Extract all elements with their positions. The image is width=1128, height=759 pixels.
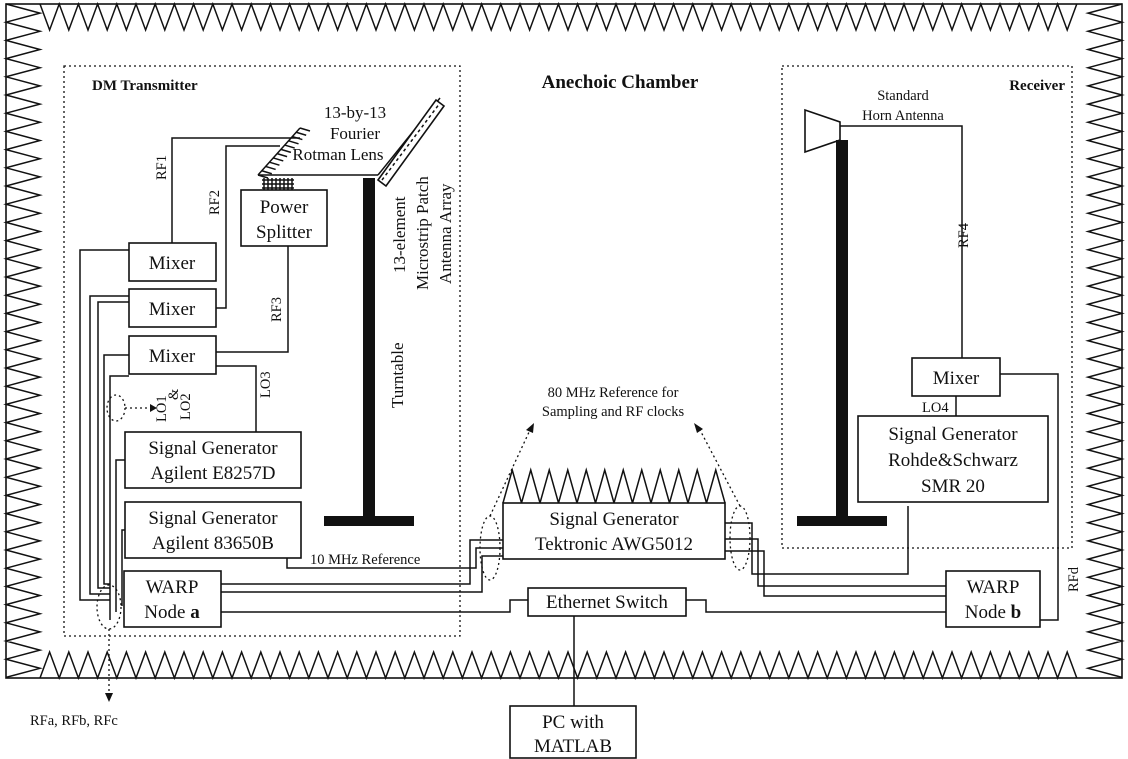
anechoic-chamber-frame xyxy=(3,1,1125,681)
warp-node-a: WARP Node a xyxy=(123,570,222,628)
svg-text:Turntable: Turntable xyxy=(388,343,407,409)
svg-text:Microstrip Patch: Microstrip Patch xyxy=(413,176,432,290)
svg-text:Signal Generator: Signal Generator xyxy=(148,508,278,529)
svg-text:PC with: PC with xyxy=(542,712,604,733)
rx-turntable xyxy=(797,140,887,526)
mixer-1: Mixer xyxy=(128,242,217,282)
svg-text:LO3: LO3 xyxy=(258,371,274,398)
siggen-rohde-schwarz: Signal Generator Rohde&Schwarz SMR 20 xyxy=(857,415,1049,503)
mixer-3: Mixer xyxy=(128,335,217,375)
warp-node-b: WARP Node b xyxy=(945,570,1041,628)
svg-text:Standard: Standard xyxy=(877,88,929,104)
svg-text:Node b: Node b xyxy=(965,602,1021,623)
siggen-agilent-e8257d: Signal Generator Agilent E8257D xyxy=(124,431,302,489)
svg-text:Power: Power xyxy=(260,197,309,218)
svg-text:13-element: 13-element xyxy=(390,196,409,273)
svg-text:Mixer: Mixer xyxy=(933,368,980,389)
svg-text:RF2: RF2 xyxy=(207,190,223,215)
svg-text:Antenna Array: Antenna Array xyxy=(436,183,455,284)
svg-text:Splitter: Splitter xyxy=(256,222,313,243)
svg-text:LO4: LO4 xyxy=(922,400,949,416)
reference-lines: 10 MHz Reference 80 MHz Reference for Sa… xyxy=(221,385,751,613)
awg-to-warp-b xyxy=(725,506,946,597)
svg-text:Agilent E8257D: Agilent E8257D xyxy=(150,463,275,484)
ethernet-switch: Ethernet Switch xyxy=(527,587,946,706)
svg-text:Agilent 83650B: Agilent 83650B xyxy=(152,533,274,554)
svg-text:80 MHz Reference for: 80 MHz Reference for xyxy=(548,385,679,401)
transmitter-label: DM Transmitter xyxy=(92,78,198,94)
svg-text:Rohde&Schwarz: Rohde&Schwarz xyxy=(888,450,1018,471)
svg-text:RF3: RF3 xyxy=(269,297,285,322)
pc-matlab: PC with MATLAB xyxy=(509,705,637,759)
svg-text:Fourier: Fourier xyxy=(330,124,380,143)
tx-turntable: Turntable xyxy=(324,178,414,526)
svg-text:Signal Generator: Signal Generator xyxy=(148,438,278,459)
siggen-agilent-83650b: Signal Generator Agilent 83650B xyxy=(124,501,302,559)
svg-text:Tektronic AWG5012: Tektronic AWG5012 xyxy=(535,534,693,555)
rx-mixer: Mixer LO4 RFd xyxy=(911,357,1082,621)
svg-text:Node a: Node a xyxy=(144,602,200,623)
svg-text:Mixer: Mixer xyxy=(149,346,196,367)
power-splitter: Power Splitter xyxy=(240,178,328,247)
svg-text:Ethernet Switch: Ethernet Switch xyxy=(546,592,668,613)
svg-text:LO1: LO1 xyxy=(154,395,170,422)
svg-text:RF4: RF4 xyxy=(956,222,972,248)
tx-rf-lines: RF1 RF2 RF3 LO3 LO1 & LO2 xyxy=(106,137,300,432)
svg-text:10 MHz Reference: 10 MHz Reference xyxy=(310,552,420,568)
svg-text:Signal Generator: Signal Generator xyxy=(549,509,679,530)
svg-text:Horn Antenna: Horn Antenna xyxy=(862,108,944,124)
svg-text:Mixer: Mixer xyxy=(149,253,196,274)
svg-text:Signal Generator: Signal Generator xyxy=(888,424,1018,445)
svg-text:SMR 20: SMR 20 xyxy=(921,476,985,497)
transmitter-enclosure xyxy=(63,65,461,637)
mixer-2: Mixer xyxy=(128,288,217,328)
svg-text:RF1: RF1 xyxy=(154,155,170,180)
svg-text:WARP: WARP xyxy=(146,577,199,598)
receiver-label: Receiver xyxy=(1009,78,1065,94)
tx-lo-wiring xyxy=(79,249,129,702)
svg-text:LO2: LO2 xyxy=(178,393,194,420)
svg-text:WARP: WARP xyxy=(967,577,1020,598)
horn-antenna: Standard Horn Antenna RF4 xyxy=(804,88,972,358)
rf-outputs-label: RFa, RFb, RFc xyxy=(30,713,118,729)
svg-text:Mixer: Mixer xyxy=(149,299,196,320)
svg-text:Rotman Lens: Rotman Lens xyxy=(292,145,383,164)
svg-text:13-by-13: 13-by-13 xyxy=(324,103,386,122)
svg-text:MATLAB: MATLAB xyxy=(534,736,612,757)
svg-text:&: & xyxy=(166,388,182,400)
chamber-title: Anechoic Chamber xyxy=(542,72,699,93)
receiver-enclosure xyxy=(781,65,1073,549)
svg-text:Sampling and RF clocks: Sampling and RF clocks xyxy=(542,404,685,420)
svg-text:RFd: RFd xyxy=(1066,566,1082,592)
siggen-tektronic-awg5012: Signal Generator Tektronic AWG5012 xyxy=(502,467,726,560)
antenna-array: 13-element Microstrip Patch Antenna Arra… xyxy=(376,98,455,290)
